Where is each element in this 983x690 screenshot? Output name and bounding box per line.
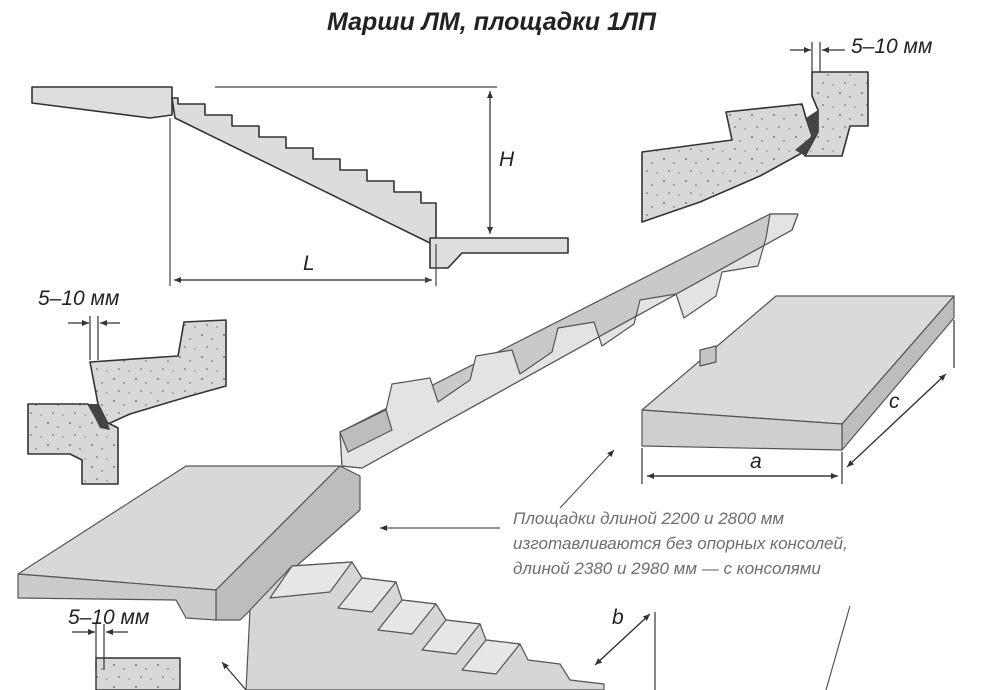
lower-stair-flight [245,561,605,690]
note-line-2: изготавливаются без опорных консолей, [513,534,848,553]
dimension-b [594,612,656,690]
joint-detail-top-right [641,71,869,223]
note-text: Площадки длиной 2200 и 2800 мм изготавли… [513,506,848,581]
note-line-1: Площадки длиной 2200 и 2800 мм [513,509,785,528]
height-label: H [499,148,515,171]
gap-dimension-top-right [790,42,845,72]
gap-dimension-bottom [72,624,128,670]
width-a-label: a [750,450,762,473]
left-landing-slab [17,465,361,621]
dimension-a [641,448,843,484]
width-b-label: b [612,606,624,629]
length-dimension [169,118,437,286]
lower-landing-section [429,237,569,269]
lower-length-arrow [221,661,247,690]
gap-label-bottom: 5–10 мм [68,606,150,629]
gap-label-left: 5–10 мм [38,287,120,310]
note-line-3: длиной 2380 и 2980 мм — с консолями [513,559,821,578]
height-dimension [215,86,497,234]
note-leaders [380,449,851,690]
stair-flight-3d [339,213,799,469]
depth-c-label: c [889,390,900,413]
dimension-c [846,320,955,468]
length-label: L [303,252,315,275]
flight-side-view [31,86,569,269]
joint-detail-left [27,319,227,485]
joint-detail-bottom [95,657,181,690]
upper-landing-section [31,86,173,119]
flight-profile [171,97,437,244]
diagram-title: Марши ЛМ, площадки 1ЛП [326,8,657,36]
right-landing-slab [641,295,955,451]
gap-dimension-left [68,316,120,360]
gap-label-top-right: 5–10 мм [851,35,933,58]
